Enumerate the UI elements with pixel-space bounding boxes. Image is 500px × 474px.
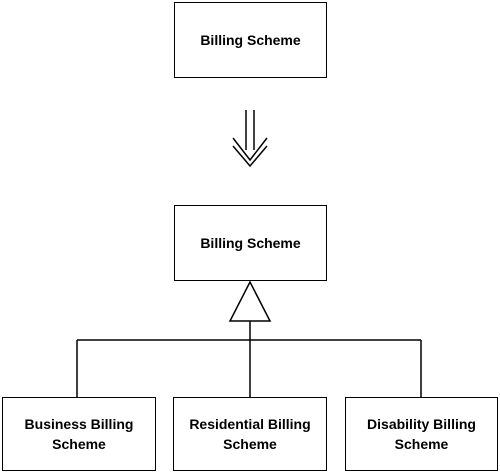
subclass-box-residential: Residential Billing Scheme [173, 397, 327, 471]
superclass-box: Billing Scheme [174, 205, 327, 281]
superclass-label: Billing Scheme [200, 235, 301, 251]
subclass-box-disability: Disability Billing Scheme [345, 397, 498, 471]
double-arrow-down-icon [232, 110, 268, 168]
subclass-label-business: Business Billing Scheme [24, 416, 134, 452]
subclass-label-residential: Residential Billing Scheme [189, 416, 311, 452]
subclass-label-disability: Disability Billing Scheme [367, 416, 476, 452]
hollow-triangle-icon [228, 280, 272, 322]
source-class-label: Billing Scheme [200, 32, 301, 48]
subclass-box-business: Business Billing Scheme [2, 397, 156, 471]
source-class-box: Billing Scheme [174, 2, 327, 78]
inheritance-connector [76, 321, 422, 397]
